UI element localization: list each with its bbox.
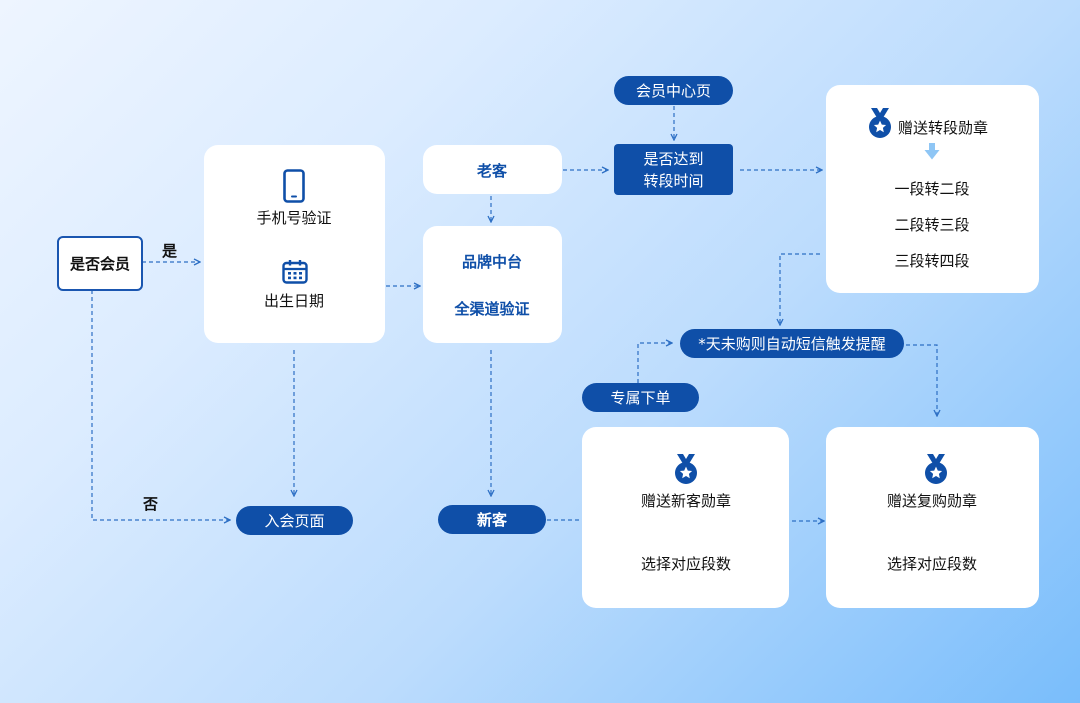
check-upgrade-box: 是否达到 转段时间 <box>614 144 733 195</box>
upgrade-badge-title: 赠送转段勋章 <box>898 119 989 137</box>
birthday-label: 出生日期 <box>263 292 325 310</box>
phone-icon <box>283 169 305 203</box>
arrow-order-to-sms <box>637 343 672 383</box>
sms-reminder-label: *天未购则自动短信触发提醒 <box>698 335 886 353</box>
arrow-sms-to-repeat <box>906 344 937 416</box>
join-page-pill[interactable]: 入会页面 <box>236 506 353 535</box>
sms-reminder-pill[interactable]: *天未购则自动短信触发提醒 <box>680 329 904 358</box>
new-customer-label: 新客 <box>476 511 507 529</box>
repeat-badge-title: 赠送复购勋章 <box>886 492 978 510</box>
arrow-down-icon <box>924 143 940 160</box>
upgrade-item-1: 一段转二段 <box>894 180 970 198</box>
new-badge-card <box>582 427 789 608</box>
medal-icon <box>675 454 697 484</box>
new-customer-pill[interactable]: 新客 <box>438 505 546 534</box>
branch-yes-label: 是 <box>162 242 178 260</box>
member-center-pill[interactable]: 会员中心页 <box>614 76 733 105</box>
upgrade-item-3: 三段转四段 <box>894 252 970 270</box>
exclusive-order-label: 专属下单 <box>610 389 671 407</box>
exclusive-order-pill[interactable]: 专属下单 <box>582 383 699 412</box>
calendar-icon <box>282 260 308 284</box>
arrow-upgrade-to-sms <box>780 253 820 325</box>
member-center-label: 会员中心页 <box>635 82 711 100</box>
upgrade-item-2: 二段转三段 <box>894 216 970 234</box>
join-page-label: 入会页面 <box>264 512 325 530</box>
repeat-badge-choose: 选择对应段数 <box>886 555 978 573</box>
upgrade-badge-card <box>826 85 1039 293</box>
medal-icon <box>925 454 947 484</box>
old-customer-card <box>423 145 562 194</box>
old-customer-label: 老客 <box>476 162 508 180</box>
verify-card <box>204 145 385 343</box>
new-badge-choose: 选择对应段数 <box>640 555 732 573</box>
platform-line2: 全渠道验证 <box>454 300 530 318</box>
arrow-member-to-join <box>91 290 230 520</box>
check-upgrade-line1: 是否达到 <box>643 149 704 168</box>
platform-line1: 品牌中台 <box>461 253 523 271</box>
phone-verify-label: 手机号验证 <box>256 209 332 227</box>
check-upgrade-line2: 转段时间 <box>643 171 704 190</box>
platform-card <box>423 226 562 343</box>
branch-no-label: 否 <box>143 495 159 513</box>
new-badge-title: 赠送新客勋章 <box>640 492 732 510</box>
is-member-node: 是否会员 <box>57 236 143 291</box>
medal-icon <box>869 108 891 138</box>
is-member-label: 是否会员 <box>69 255 130 273</box>
